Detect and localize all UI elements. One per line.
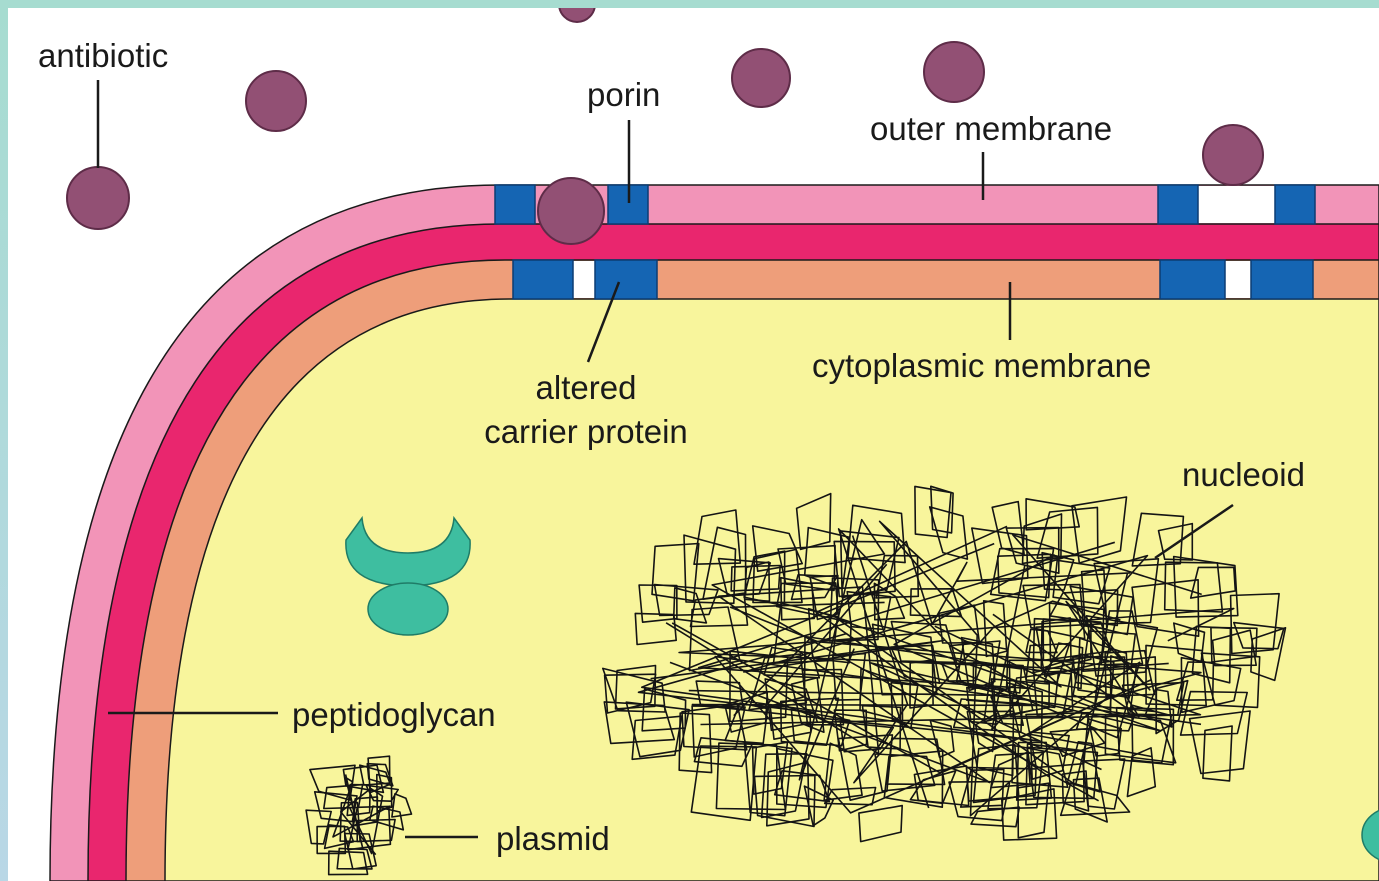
label-cytoplasmic-membrane: cytoplasmic membrane xyxy=(812,347,1151,384)
label-carrier-protein: carrier protein xyxy=(484,413,688,450)
label-plasmid: plasmid xyxy=(496,820,610,857)
cytoplasm xyxy=(165,299,1379,881)
outer-membrane-gap xyxy=(1197,186,1277,223)
porin-protein xyxy=(1275,185,1315,224)
cytoplasmic-membrane-gap xyxy=(1225,261,1252,298)
carrier-protein xyxy=(1251,260,1313,299)
label-nucleoid: nucleoid xyxy=(1182,456,1305,493)
label-altered: altered xyxy=(536,369,637,406)
porin-protein xyxy=(1158,185,1198,224)
altered-carrier-protein xyxy=(595,260,657,299)
cytoplasmic-membrane-gap xyxy=(573,261,595,298)
antibiotic-molecule xyxy=(924,42,984,102)
label-porin: porin xyxy=(587,76,660,113)
antibiotic-molecule xyxy=(538,178,604,244)
antibiotic-molecule xyxy=(67,167,129,229)
enzyme-substrate xyxy=(368,583,448,635)
carrier-protein xyxy=(513,260,573,299)
label-antibiotic: antibiotic xyxy=(38,37,168,74)
carrier-protein xyxy=(1160,260,1225,299)
antibiotic-molecule xyxy=(246,71,306,131)
antibiotic-molecule xyxy=(732,49,790,107)
label-outer-membrane: outer membrane xyxy=(870,110,1112,147)
antibiotic-molecule xyxy=(1203,125,1263,185)
label-peptidoglycan: peptidoglycan xyxy=(292,696,496,733)
porin-protein xyxy=(495,185,535,224)
